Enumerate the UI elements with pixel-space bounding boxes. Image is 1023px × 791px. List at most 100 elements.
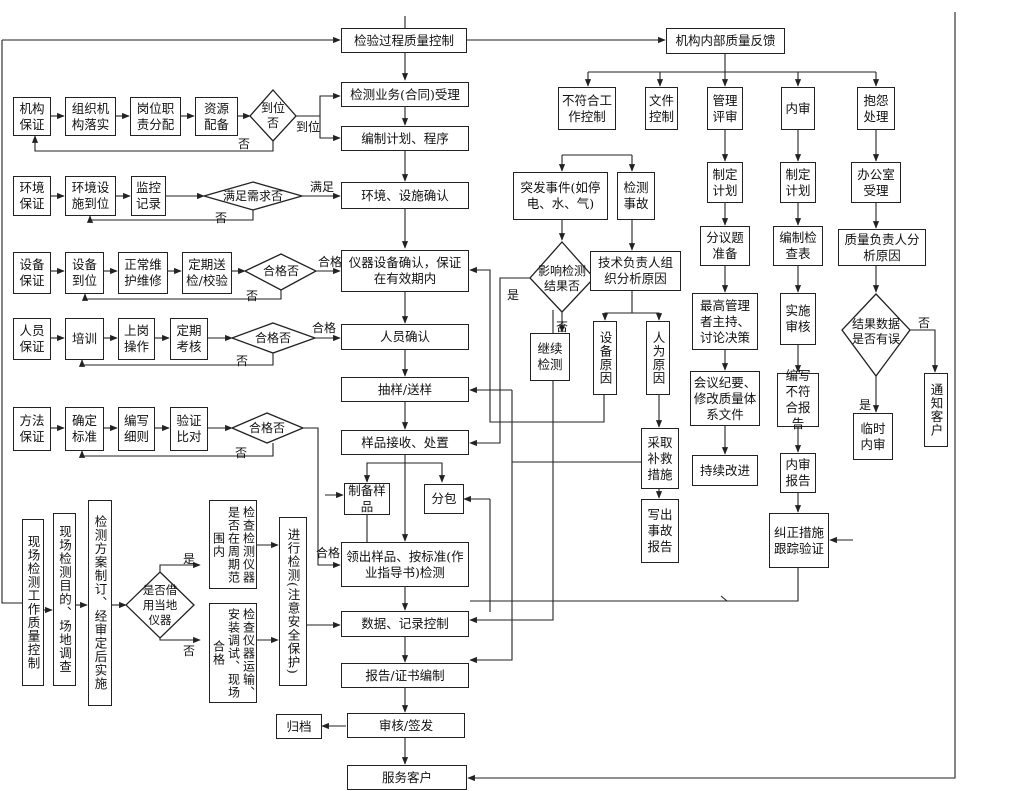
instrument-confirm-box: 仪器设备确认，保证在有效期内 bbox=[341, 250, 469, 292]
field-yes-label: 是 bbox=[183, 552, 196, 566]
staff-guarantee-box: 人员保证 bbox=[13, 318, 51, 360]
org-decision-label: 到位否 bbox=[260, 101, 285, 130]
org-implement-box: 组织机构落实 bbox=[65, 97, 116, 136]
mr-topics-box: 分议题准备 bbox=[700, 226, 750, 266]
equip-no-label: 否 bbox=[246, 289, 259, 303]
subcontract-box: 分包 bbox=[424, 484, 464, 514]
accident-yes-label: 是 bbox=[507, 288, 520, 302]
staff-decision-label: 合格否 bbox=[254, 330, 291, 345]
comp-analysis-box: 质量负责人分析原因 bbox=[838, 229, 926, 266]
duty-box: 岗位职责分配 bbox=[130, 97, 181, 136]
field-decision-label: 是否借用当地仪器 bbox=[142, 582, 178, 627]
org-no-label: 否 bbox=[238, 137, 251, 151]
comp-temp-box: 临时内审 bbox=[853, 413, 893, 460]
env-confirm-box: 环境、设施确认 bbox=[341, 182, 469, 209]
field-decision-diamond bbox=[125, 571, 195, 639]
audit-plan-box: 制定计划 bbox=[780, 162, 816, 203]
test-box: 领出样品、按标准(作业指导书)检测 bbox=[341, 542, 469, 587]
assess-box: 定期考核 bbox=[170, 318, 208, 360]
audit-verify-box: 纠正措施跟踪验证 bbox=[769, 513, 829, 568]
field-no-label: 否 bbox=[183, 644, 196, 658]
env-guarantee-box: 环境保证 bbox=[13, 176, 51, 216]
audit-report-box: 内审报告 bbox=[780, 453, 816, 493]
audit-nc-report-box: 编写不符合报告 bbox=[777, 368, 819, 431]
field-survey-box: 现场检测目的、场地调查 bbox=[53, 513, 76, 686]
standard-box: 确定标准 bbox=[65, 407, 104, 451]
audit-box: 内审 bbox=[781, 87, 815, 130]
field-plan-box: 检测方案制订、经审定后实施 bbox=[88, 500, 112, 706]
complaint-decision-diamond bbox=[841, 293, 911, 378]
equip-guarantee-box: 设备保证 bbox=[13, 252, 51, 294]
prepare-box: 制备样品 bbox=[344, 483, 390, 515]
env-decision-diamond bbox=[201, 181, 305, 211]
field-pass-label: 合格 bbox=[316, 546, 341, 560]
post-box: 上岗操作 bbox=[118, 318, 155, 360]
method-decision-label: 合格否 bbox=[248, 420, 285, 435]
doc-control-box: 文件控制 bbox=[645, 87, 678, 130]
check-local-box: 检查检测仪器是否在周期范围内 bbox=[209, 500, 257, 589]
mgmt-review-box: 管理评审 bbox=[707, 87, 743, 130]
equip-decision-diamond bbox=[243, 253, 318, 291]
process-qc-box: 检验过程质量控制 bbox=[341, 28, 467, 53]
mr-plan-box: 制定计划 bbox=[707, 162, 743, 203]
sampling-box: 抽样/送样 bbox=[341, 377, 469, 402]
personnel-confirm-box: 人员确认 bbox=[341, 324, 469, 350]
data-box: 数据、记录控制 bbox=[341, 611, 469, 637]
staff-yes-label: 合格 bbox=[312, 321, 337, 335]
plan-box: 编制计划、程序 bbox=[341, 126, 469, 151]
equip-yes-label: 合格 bbox=[318, 255, 343, 269]
mr-improve-box: 持续改进 bbox=[692, 455, 758, 486]
env-in-place-box: 环境设施到位 bbox=[65, 176, 116, 216]
receive-box: 样品接收、处置 bbox=[341, 430, 469, 455]
comp-office-box: 办公室受理 bbox=[851, 162, 901, 203]
remedy-box: 采取补救措施 bbox=[641, 428, 679, 489]
serve-box: 服务客户 bbox=[347, 765, 467, 790]
method-no-label: 否 bbox=[235, 446, 248, 460]
accident-box: 检测事故 bbox=[617, 172, 655, 220]
org-yes-label: 到位 bbox=[296, 120, 321, 134]
tech-lead-box: 技术负责人组织分析原因 bbox=[590, 251, 681, 291]
audit-do-box: 实施审核 bbox=[780, 293, 816, 345]
field-qc-box: 现场检测工作质量控制 bbox=[22, 519, 44, 686]
write-report-box: 写出事故报告 bbox=[641, 499, 679, 563]
archive-box: 归档 bbox=[276, 714, 322, 739]
continue-box: 继续检测 bbox=[530, 333, 570, 381]
accident-decision-diamond bbox=[529, 241, 595, 313]
mr-minutes-box: 会议纪要、修改质量体系文件 bbox=[690, 371, 760, 426]
staff-decision-diamond bbox=[230, 322, 317, 354]
calibrate-box: 定期送检/校验 bbox=[182, 252, 232, 294]
env-yes-label: 满足 bbox=[310, 180, 335, 194]
comp-notify-box: 通知客户 bbox=[924, 373, 948, 447]
equip-decision-label: 合格否 bbox=[262, 263, 299, 278]
audit-checklist-box: 编制检查表 bbox=[773, 226, 823, 266]
org-guarantee-box: 机构保证 bbox=[13, 97, 51, 136]
method-decision-diamond bbox=[230, 412, 305, 444]
comp-no-label: 否 bbox=[918, 316, 931, 330]
train-box: 培训 bbox=[65, 318, 104, 360]
review-box: 审核/签发 bbox=[347, 713, 465, 738]
accident-no-label: 否 bbox=[556, 320, 569, 334]
human-cause-box: 人为原因 bbox=[646, 321, 670, 395]
verify-box: 验证比对 bbox=[170, 407, 208, 451]
check-own-box: 检查仪器运输、安装调试、现场合格 bbox=[209, 603, 257, 703]
nonconform-box: 不符合工作控制 bbox=[558, 87, 616, 130]
comp-yes-label: 是 bbox=[859, 398, 872, 412]
report-box: 报告/证书编制 bbox=[341, 663, 469, 688]
env-record-box: 监控记录 bbox=[131, 176, 166, 216]
complaint-box: 抱怨处理 bbox=[857, 87, 895, 130]
resource-box: 资源配备 bbox=[195, 97, 238, 136]
emergency-box: 突发事件(如停电、水、气) bbox=[513, 172, 608, 220]
staff-no-label: 否 bbox=[236, 354, 249, 368]
accident-decision-label: 影响检测结果否 bbox=[538, 264, 587, 293]
env-decision-label: 满足需求否 bbox=[222, 188, 283, 203]
equip-in-place-box: 设备到位 bbox=[65, 252, 104, 294]
comp-decision-label: 结果数据是否有误 bbox=[852, 317, 901, 346]
rules-box: 编写细则 bbox=[118, 407, 155, 451]
maintain-box: 正常维护维修 bbox=[118, 252, 168, 294]
mr-meeting-box: 最高管理者主持、讨论决策 bbox=[692, 293, 758, 350]
contract-box: 检测业务(合同)受理 bbox=[341, 82, 469, 107]
org-decision-diamond bbox=[249, 89, 297, 142]
feedback-title-box: 机构内部质量反馈 bbox=[666, 28, 785, 54]
